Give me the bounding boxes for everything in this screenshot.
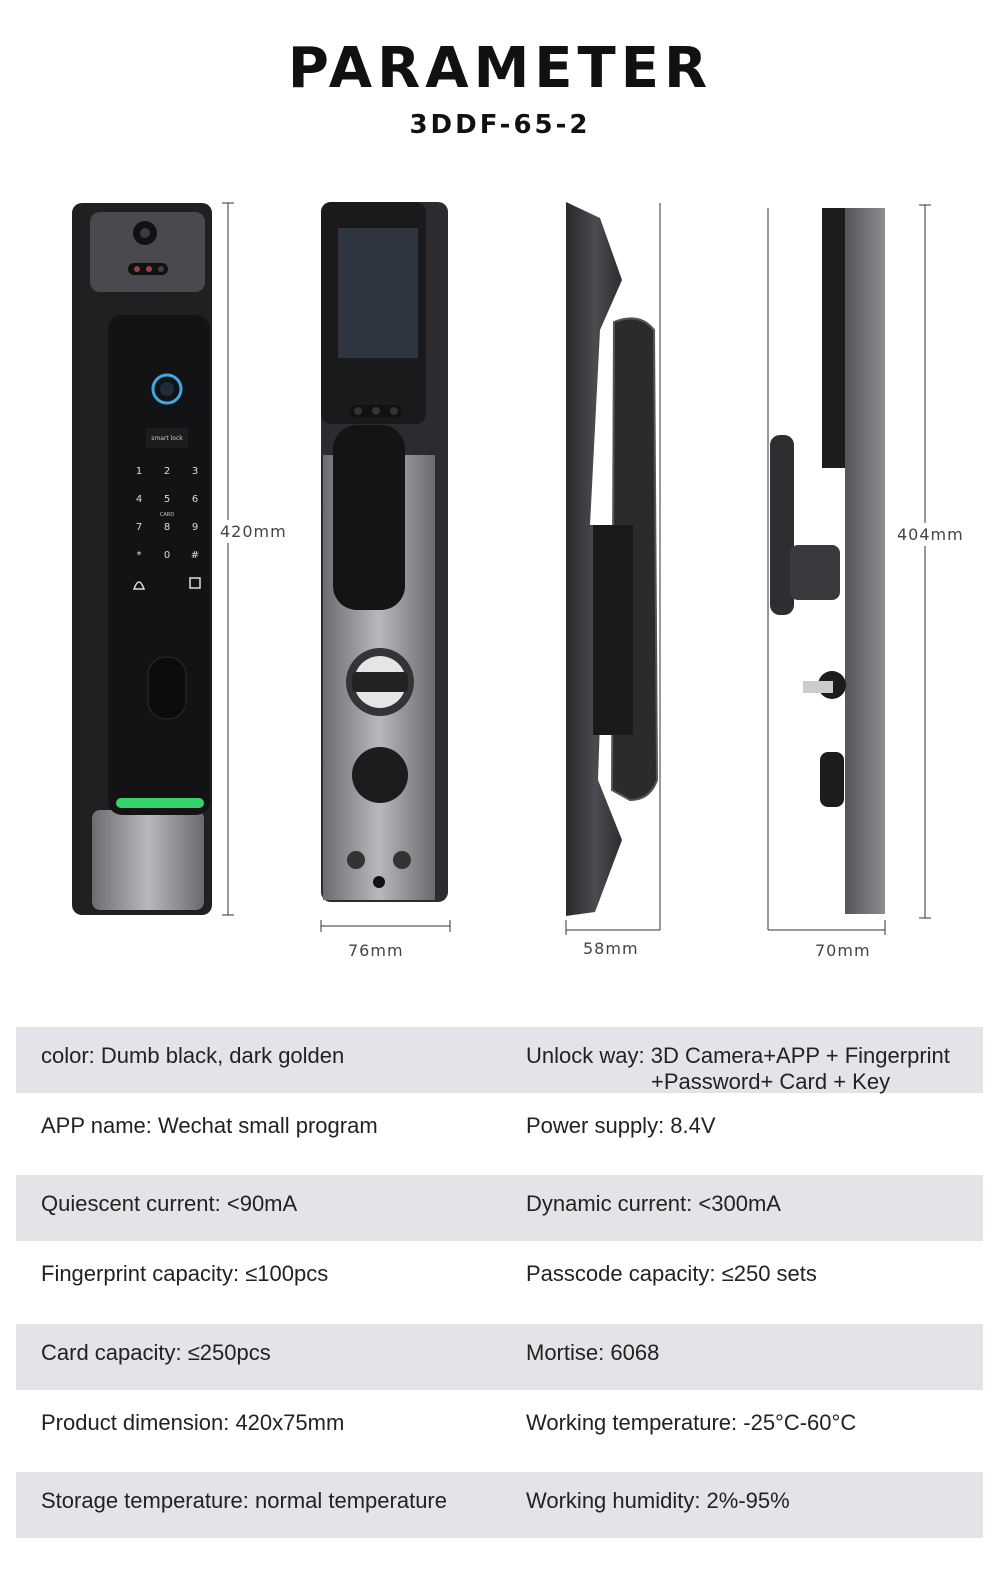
spec-row: color: Dumb black, dark golden Unlock wa… (16, 1027, 983, 1094)
back-view-lock (321, 202, 448, 902)
bell-icon (132, 581, 146, 590)
spec-row: Storage temperature: normal temperature … (16, 1471, 983, 1538)
spec-power-supply: Power supply: 8.4V (526, 1113, 716, 1138)
spec-row: APP name: Wechat small program Power sup… (16, 1097, 983, 1171)
display-screen (338, 228, 418, 358)
spec-quiescent-current: Quiescent current: <90mA (41, 1191, 298, 1217)
side-thickness-label: 58mm (583, 937, 639, 960)
svg-text:4: 4 (136, 494, 142, 505)
status-light (116, 798, 204, 808)
spec-dynamic-current: Dynamic current: <300mA (526, 1191, 781, 1217)
back-width-label: 76mm (348, 939, 404, 962)
spec-card-capacity: Card capacity: ≤250pcs (41, 1339, 271, 1365)
svg-text:7: 7 (136, 522, 142, 533)
fingerprint-sensor-icon (151, 373, 183, 405)
spec-row: Product dimension: 420x75mm Working temp… (16, 1394, 983, 1468)
keypad-screen-text: smart lock (151, 435, 183, 442)
model-number: 3DDF-65-2 (409, 110, 591, 140)
svg-text:1: 1 (136, 466, 142, 477)
spec-row: Fingerprint capacity: ≤100pcs Passcode c… (16, 1245, 983, 1319)
svg-text:8: 8 (164, 522, 170, 533)
svg-text:#: # (191, 550, 199, 561)
spec-mortise: Mortise: 6068 (526, 1339, 660, 1365)
lock-icon (189, 577, 201, 589)
front-height-label: 420mm (220, 520, 287, 543)
svg-text:6: 6 (192, 494, 198, 505)
svg-text:*: * (137, 550, 142, 561)
side-view-lock (566, 202, 659, 916)
handle (333, 425, 405, 610)
side-view-lock-2 (770, 208, 885, 914)
spec-row: Card capacity: ≤250pcs Mortise: 6068 (16, 1323, 983, 1390)
spec-app-name: APP name: Wechat small program (41, 1113, 378, 1138)
svg-text:3: 3 (192, 466, 198, 477)
spec-color: color: Dumb black, dark golden (41, 1043, 345, 1068)
front-view-lock: smart lock 1 2 3 4 5 6 7 8 9 * 0 # CARD (72, 203, 212, 915)
side-height-label: 404mm (897, 523, 964, 546)
knob (352, 747, 408, 803)
card-label: CARD (160, 512, 174, 518)
svg-text:2: 2 (164, 466, 170, 477)
svg-text:0: 0 (164, 550, 170, 561)
spec-table: color: Dumb black, dark golden Unlock wa… (16, 1023, 983, 1542)
spec-unlock-way: Unlock way: 3D Camera+APP + Fingerprint+… (526, 1043, 950, 1094)
spec-storage-temperature: Storage temperature: normal temperature (41, 1487, 447, 1513)
keypad: 1 2 3 4 5 6 7 8 9 * 0 # (136, 466, 199, 561)
spec-product-dimension: Product dimension: 420x75mm (41, 1409, 345, 1435)
spec-passcode-capacity: Passcode capacity: ≤250 sets (526, 1261, 817, 1287)
spec-row: Quiescent current: <90mA Dynamic current… (16, 1175, 983, 1242)
spec-fingerprint-capacity: Fingerprint capacity: ≤100pcs (41, 1261, 329, 1287)
spec-working-temperature: Working temperature: -25°C-60°C (526, 1409, 857, 1435)
page-title: PARAMETER (287, 36, 713, 101)
svg-text:9: 9 (192, 522, 198, 533)
spec-working-humidity: Working humidity: 2%-95% (526, 1487, 790, 1513)
svg-text:5: 5 (164, 494, 170, 505)
side-width-label: 70mm (815, 939, 871, 962)
product-illustrations: smart lock 1 2 3 4 5 6 7 8 9 * 0 # CARD (72, 202, 931, 935)
